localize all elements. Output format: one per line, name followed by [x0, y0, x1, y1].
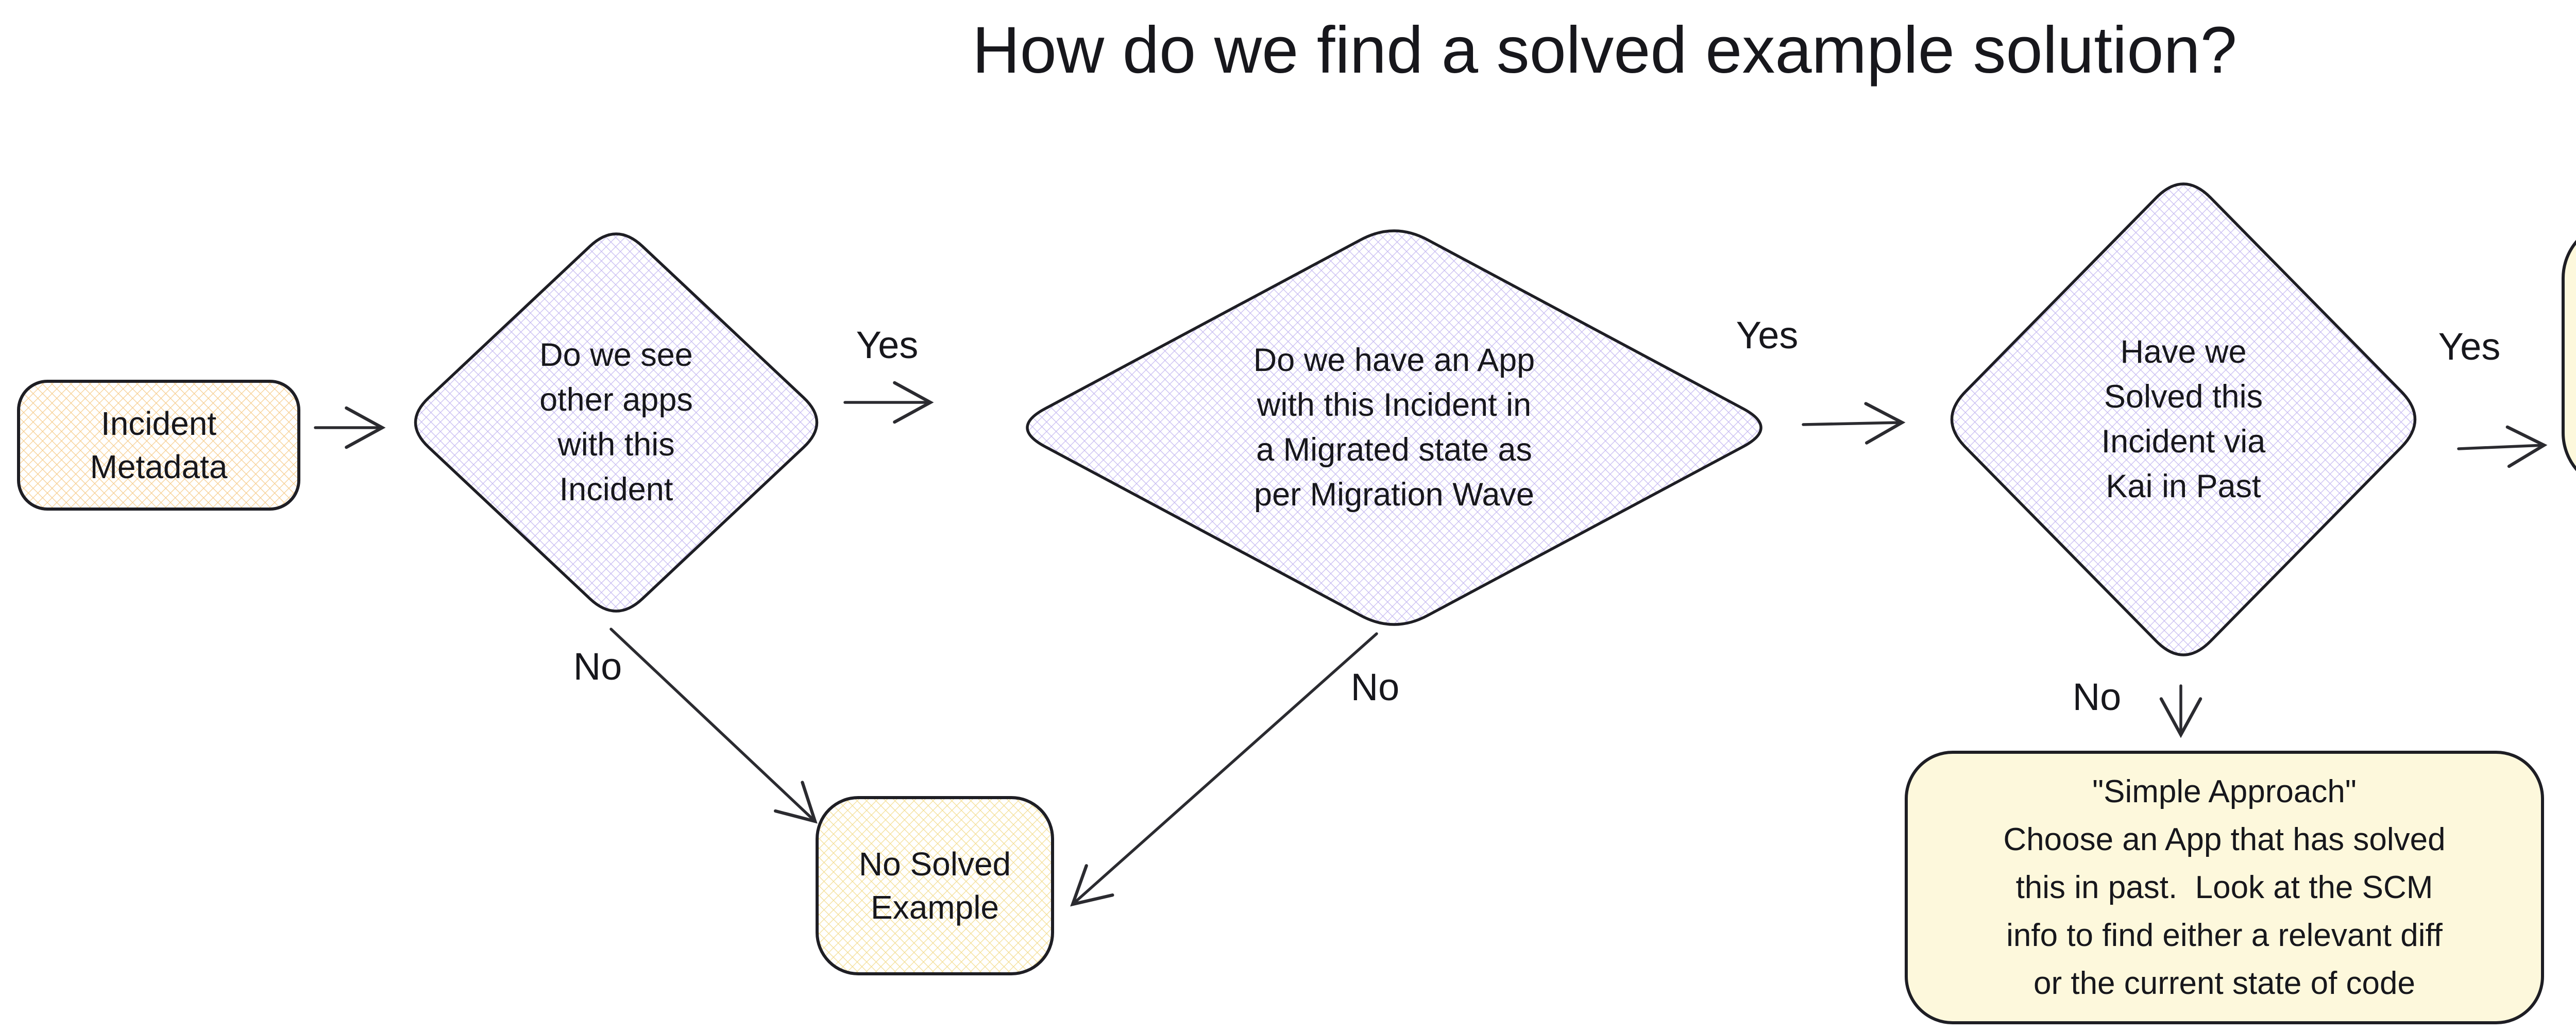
result-node-consult-metadata-shape: [2562, 240, 2576, 471]
arrow-no-other-apps-to-no-solved: [609, 628, 818, 824]
decision-other-apps-label: Do we see other apps with this Incident: [539, 337, 693, 508]
result-node-no-solved-example-shape: [816, 796, 1054, 975]
edge-label-no-3: No: [2072, 675, 2122, 719]
decision-diamond-kai-past-shape: [1950, 182, 2417, 656]
decision-kai-past-label: Have we Solved this Incident via Kai in …: [2101, 334, 2266, 504]
edge-label-yes-2: Yes: [1736, 314, 1799, 357]
start-node-incident-metadata-shape: [17, 380, 300, 511]
decision-diamond-other-apps-shape: [414, 232, 819, 613]
edge-label-no-2: No: [1350, 666, 1400, 709]
result-consult-metadata-label: Consult Incident Metadata we've saved fr…: [2563, 222, 2576, 489]
diagram-title: How do we find a solved example solution…: [972, 13, 2237, 87]
edge-label-yes-1: Yes: [856, 324, 919, 367]
arrow-yes-kai-to-consult: [2457, 425, 2548, 468]
edge-label-yes-3: Yes: [2438, 325, 2501, 368]
arrow-no-migrated-to-no-solved: [1070, 632, 1378, 907]
result-node-simple-approach-shape: [1905, 751, 2544, 1024]
arrow-yes-migrated-to-kai: [1802, 402, 1906, 445]
decision-diamond-migrated-app-shape: [1026, 229, 1762, 626]
start-node-incident-metadata-label: Incident Metadata: [90, 404, 228, 485]
decision-migrated-app-label: Do we have an App with this Incident in …: [1253, 342, 1535, 513]
edge-label-no-1: No: [573, 645, 622, 688]
result-no-solved-example-label: No Solved Example: [858, 845, 1011, 926]
result-simple-approach-label: "Simple Approach" Choose an App that has…: [2003, 774, 2446, 1001]
